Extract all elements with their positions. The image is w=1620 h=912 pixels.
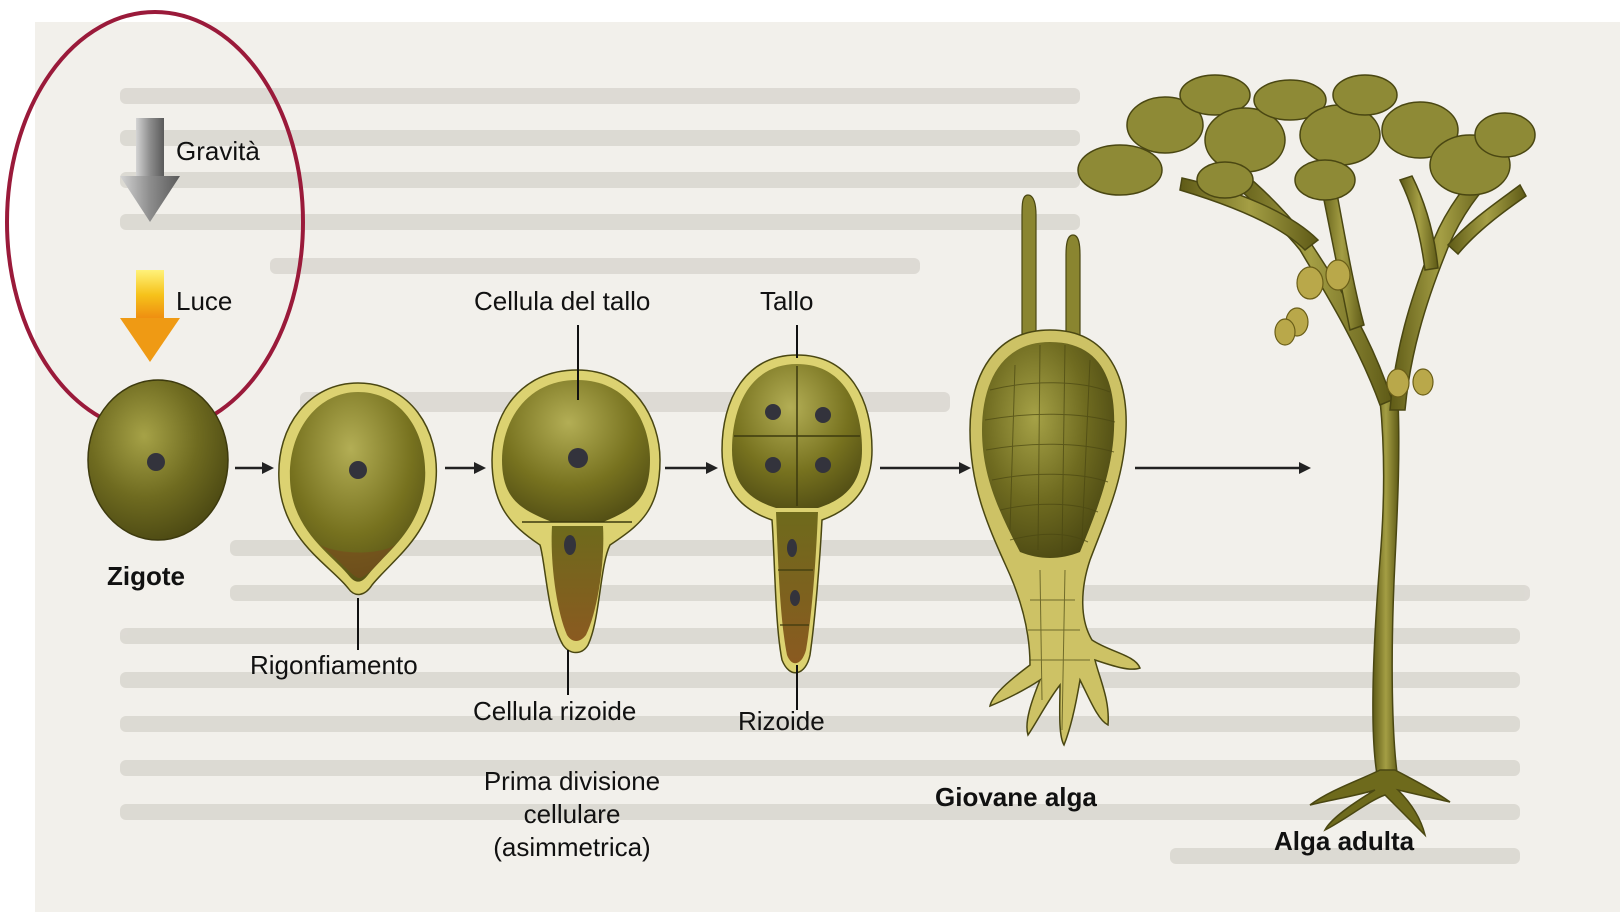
light-label: Luce [176,286,232,316]
rhizoid-label: Rizoide [738,706,825,736]
bulge-label: Rigonfiamento [250,650,418,680]
stalk-cell-label: Cellula del tallo [474,286,650,316]
first-division-line-3: (asimmetrica) [462,832,682,862]
zygote-cell [88,380,228,540]
rhizoid-cell-label: Cellula rizoide [473,696,636,726]
young-alga-label: Giovane alga [935,782,1097,812]
first-division-line-1: Prima divisione [462,766,682,796]
adult-alga-label: Alga adulta [1274,826,1414,856]
gravity-label: Gravità [176,136,260,166]
zygote-label: Zigote [107,561,185,591]
first-division-line-2: cellulare [462,799,682,829]
thallus-label: Tallo [760,286,813,316]
